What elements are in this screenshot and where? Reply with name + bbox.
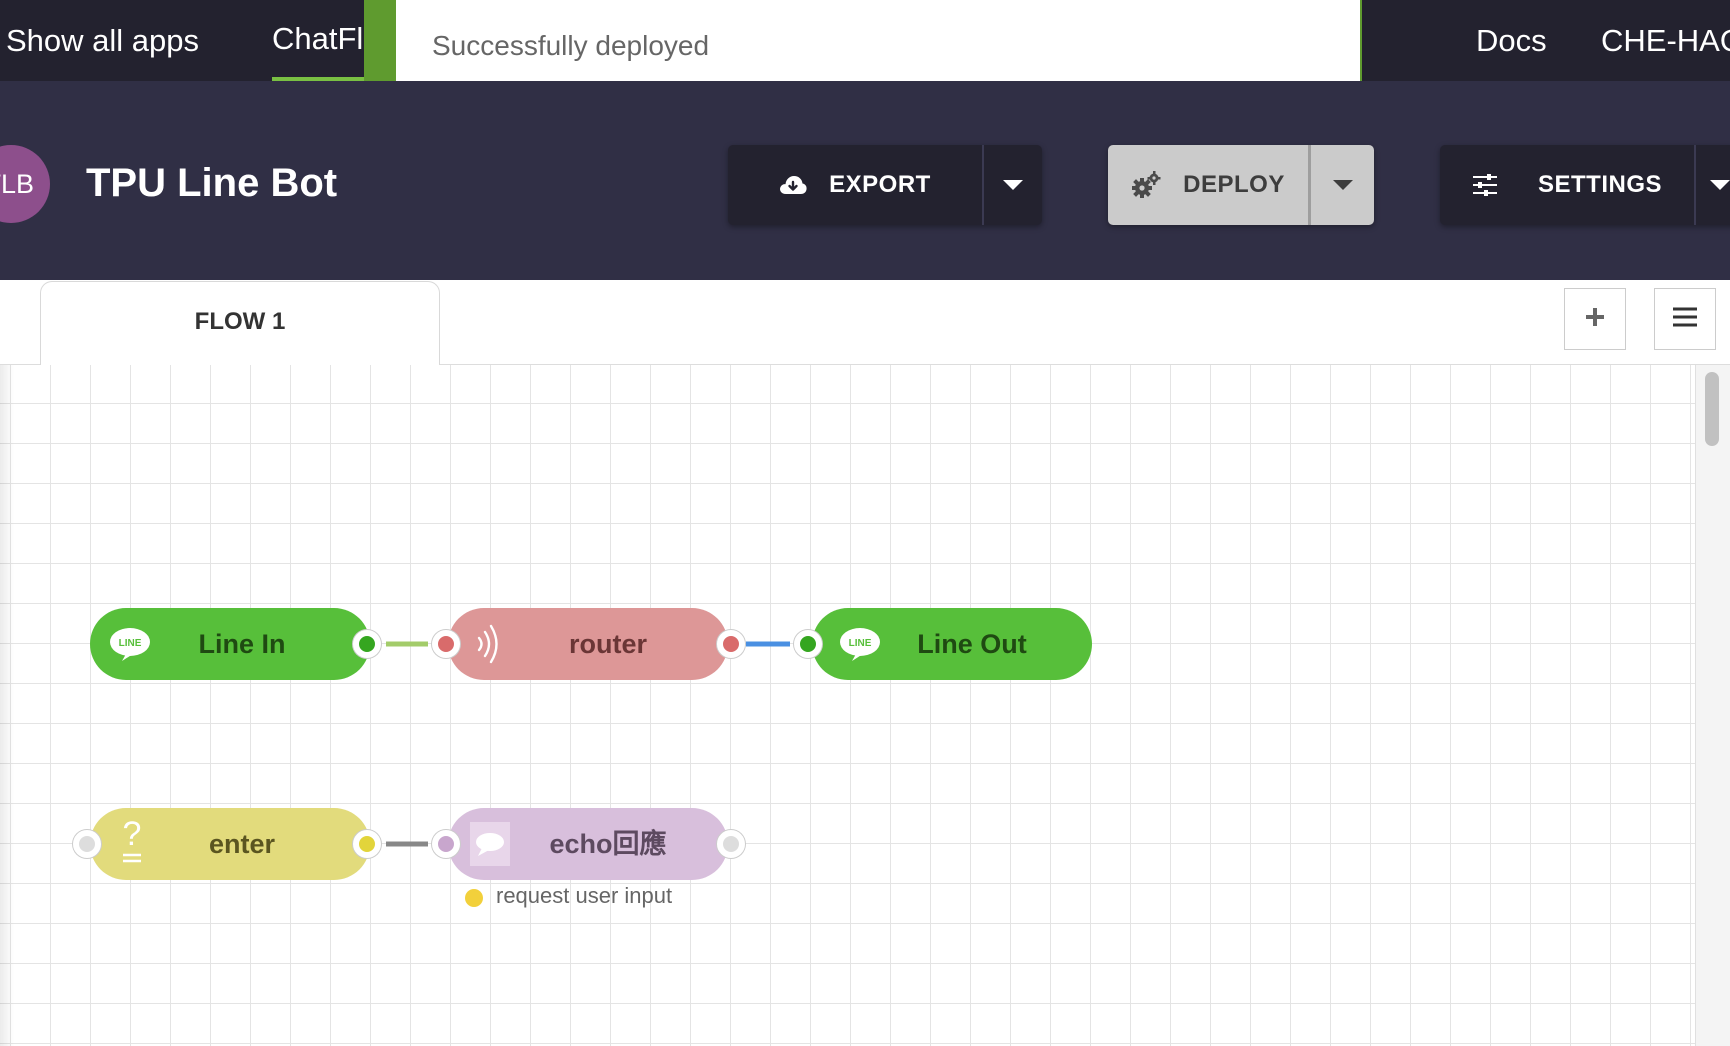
app-title: TPU Line Bot bbox=[86, 161, 338, 205]
sliders-icon bbox=[1472, 174, 1498, 196]
output-port[interactable] bbox=[353, 630, 381, 658]
node-line-out[interactable]: LINE Line Out bbox=[812, 608, 1092, 680]
input-port[interactable] bbox=[432, 830, 460, 858]
user-menu[interactable]: CHE-HAO bbox=[1601, 23, 1730, 58]
line-logo-icon: LINE bbox=[838, 624, 882, 664]
router-signal-icon bbox=[466, 624, 510, 664]
export-dropdown-toggle[interactable] bbox=[982, 145, 1042, 225]
chatflow-nav-tab[interactable]: ChatFl bbox=[272, 21, 364, 56]
deploy-button-group: DEPLOY bbox=[1108, 145, 1374, 225]
gears-icon bbox=[1131, 171, 1161, 199]
deploy-label: DEPLOY bbox=[1183, 171, 1285, 198]
svg-text:?: ? bbox=[123, 815, 142, 853]
node-label: echo回應 bbox=[549, 829, 667, 859]
canvas-edge-shadow bbox=[0, 365, 14, 1046]
settings-label: SETTINGS bbox=[1537, 171, 1662, 198]
plus-icon bbox=[1584, 306, 1606, 333]
canvas-scrollbar-track[interactable] bbox=[1695, 365, 1730, 1046]
show-all-apps-link[interactable]: Show all apps bbox=[6, 23, 200, 58]
add-flow-button[interactable] bbox=[1564, 288, 1626, 350]
echo-status-text: request user input bbox=[496, 883, 673, 908]
settings-button-group: SETTINGS bbox=[1440, 145, 1730, 225]
deploy-dropdown-toggle[interactable] bbox=[1308, 145, 1374, 225]
hamburger-menu-icon bbox=[1673, 307, 1697, 332]
input-port[interactable] bbox=[794, 630, 822, 658]
svg-text:LINE: LINE bbox=[849, 638, 872, 649]
svg-text:LINE: LINE bbox=[119, 638, 142, 649]
speech-bubble-icon bbox=[470, 822, 510, 866]
toast-message: Successfully deployed bbox=[432, 30, 710, 61]
node-enter[interactable]: ? enter bbox=[90, 808, 370, 880]
node-echo[interactable]: echo回應 bbox=[448, 808, 728, 880]
input-port[interactable] bbox=[73, 830, 101, 858]
toast-accent-bar bbox=[366, 0, 396, 94]
line-logo-icon: LINE bbox=[108, 624, 152, 664]
node-label: Line Out bbox=[917, 629, 1027, 659]
flow-canvas[interactable] bbox=[0, 365, 1695, 1046]
cloud-download-icon bbox=[779, 174, 807, 196]
chevron-down-icon bbox=[1003, 180, 1023, 190]
echo-status-indicator bbox=[465, 889, 483, 907]
output-port[interactable] bbox=[353, 830, 381, 858]
chevron-down-icon bbox=[1332, 180, 1353, 190]
flow-tab-bar: FLOW 1 bbox=[0, 280, 1730, 365]
export-button[interactable]: EXPORT bbox=[728, 145, 982, 225]
chevron-down-icon bbox=[1710, 180, 1730, 190]
export-label: EXPORT bbox=[829, 171, 931, 198]
node-label: enter bbox=[208, 829, 276, 859]
output-port[interactable] bbox=[717, 630, 745, 658]
input-port[interactable] bbox=[432, 630, 460, 658]
active-nav-underline bbox=[272, 77, 366, 81]
canvas-scrollbar-thumb[interactable] bbox=[1705, 372, 1719, 446]
node-label: Line In bbox=[198, 629, 286, 659]
deploy-success-toast: Successfully deployed bbox=[364, 0, 1362, 96]
docs-link[interactable]: Docs bbox=[1476, 23, 1547, 58]
node-router[interactable]: router bbox=[448, 608, 728, 680]
settings-dropdown-toggle[interactable] bbox=[1694, 145, 1730, 225]
app-header: TLB TPU Line Bot EXPORT bbox=[0, 81, 1730, 280]
settings-button[interactable]: SETTINGS bbox=[1440, 145, 1694, 225]
node-label: router bbox=[568, 629, 647, 659]
tab-flow-1[interactable]: FLOW 1 bbox=[40, 281, 440, 365]
deploy-button[interactable]: DEPLOY bbox=[1108, 145, 1308, 225]
output-port[interactable] bbox=[717, 830, 745, 858]
flow-menu-button[interactable] bbox=[1654, 288, 1716, 350]
export-button-group: EXPORT bbox=[728, 145, 1042, 225]
question-icon: ? bbox=[110, 815, 154, 863]
node-line-in[interactable]: LINE Line In bbox=[90, 608, 370, 680]
